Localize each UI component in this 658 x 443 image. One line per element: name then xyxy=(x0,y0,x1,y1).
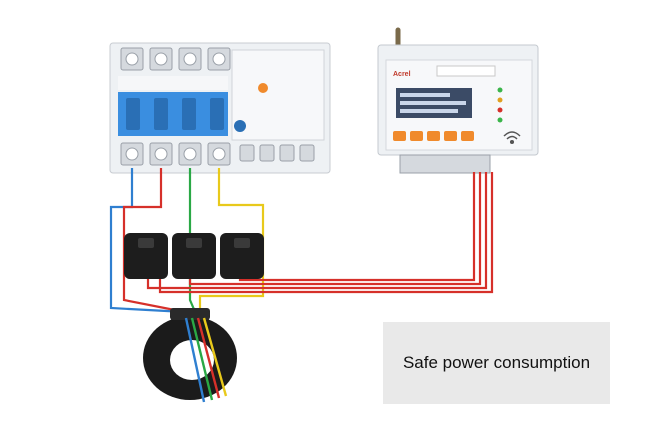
wire-ct-lead-4 xyxy=(238,172,476,282)
wire-red xyxy=(122,168,186,314)
wire-ct-lead-2 xyxy=(158,172,494,294)
breaker-top-terminals xyxy=(120,47,231,71)
circuit-breaker xyxy=(109,42,331,174)
meter-brand: Acrel xyxy=(393,71,411,78)
meter-display-digits xyxy=(400,93,466,113)
breaker-handles xyxy=(126,98,224,130)
toroid-through-wires xyxy=(184,317,228,403)
breaker-logo xyxy=(234,120,246,132)
current-transformer-2 xyxy=(172,233,216,279)
wire-ct-lead-1 xyxy=(146,172,488,290)
test-button xyxy=(258,83,268,93)
meter-indicator-lights xyxy=(497,87,503,123)
caption-box: Safe power consumption xyxy=(383,322,610,404)
wires xyxy=(109,168,494,315)
meter-qr-label xyxy=(436,65,496,77)
current-transformer-3 xyxy=(220,233,264,279)
breaker-leakage-module xyxy=(231,49,325,141)
meter-bottom-terminals xyxy=(399,154,491,174)
monitoring-device: Acrel xyxy=(377,27,539,174)
wifi-signal-icon xyxy=(503,131,521,145)
current-transformer-1 xyxy=(124,233,168,279)
caption-text: Safe power consumption xyxy=(402,353,591,372)
wire-blue xyxy=(109,168,186,314)
meter-buttons xyxy=(393,131,474,141)
breaker-bottom-terminals xyxy=(120,142,315,166)
current-transformers xyxy=(124,233,264,279)
wire-ct-lead-3 xyxy=(188,172,482,286)
